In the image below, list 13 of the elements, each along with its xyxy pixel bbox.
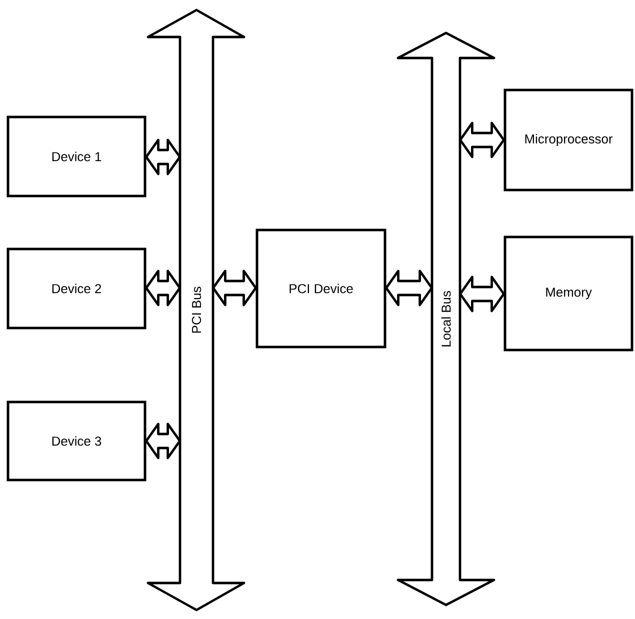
double-arrow (145, 138, 181, 176)
double-arrow (212, 270, 257, 306)
double-arrow (459, 122, 505, 158)
device-box: Device 1 (6, 116, 146, 198)
double-arrow (145, 270, 181, 306)
device-box: PCI Device (256, 228, 386, 348)
double-arrow (385, 270, 433, 306)
device-box: Memory (504, 236, 634, 352)
device-box: Device 2 (6, 248, 146, 330)
double-arrow (459, 276, 505, 312)
device-box: Device 3 (6, 400, 146, 482)
double-arrow (145, 422, 181, 460)
device-box: Microprocessor (504, 88, 634, 192)
